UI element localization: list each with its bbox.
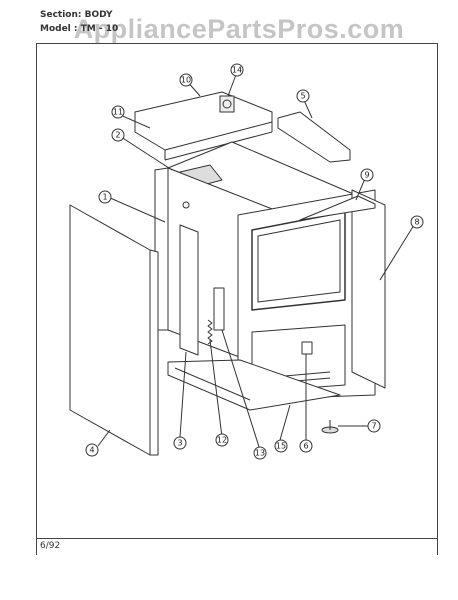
callout-9: 9 <box>360 168 374 182</box>
svg-text:13: 13 <box>255 449 265 458</box>
footer-date: 6/92 <box>40 541 61 551</box>
callout-2: 2 <box>111 128 125 142</box>
door-hinge-bracket <box>213 287 225 331</box>
svg-text:14: 14 <box>232 66 242 75</box>
inner-liner-strip <box>179 224 199 356</box>
back-top-panel <box>134 91 273 151</box>
bottom-pan <box>167 359 341 411</box>
svg-text:10: 10 <box>181 76 191 85</box>
side-trim-strip <box>277 111 351 163</box>
callout-15: 15 <box>274 439 288 453</box>
callout-14: 14 <box>230 63 244 77</box>
callout-6: 6 <box>299 439 313 453</box>
small-bracket <box>301 341 313 355</box>
svg-text:15: 15 <box>276 442 286 451</box>
svg-text:8: 8 <box>414 218 419 227</box>
callout-10: 10 <box>179 73 193 87</box>
svg-text:11: 11 <box>113 108 123 117</box>
callout-5: 5 <box>296 89 310 103</box>
diagram-frame <box>36 43 438 555</box>
thermostat-part <box>219 95 235 113</box>
callout-1: 1 <box>98 190 112 204</box>
callout-4: 4 <box>85 443 99 457</box>
svg-text:1: 1 <box>102 193 107 202</box>
callout-12: 12 <box>215 433 229 447</box>
svg-text:9: 9 <box>364 171 369 180</box>
model-label: Model : TM - 10 <box>40 24 119 34</box>
callout-3: 3 <box>173 436 187 450</box>
hinge-spring <box>207 319 213 345</box>
svg-text:5: 5 <box>300 92 305 101</box>
callout-11: 11 <box>111 105 125 119</box>
svg-text:7: 7 <box>371 422 376 431</box>
callout-7: 7 <box>367 419 381 433</box>
footer-divider <box>36 538 437 539</box>
svg-text:4: 4 <box>89 446 94 455</box>
svg-text:3: 3 <box>177 439 182 448</box>
svg-text:6: 6 <box>303 442 308 451</box>
callout-13: 13 <box>253 446 267 460</box>
section-label: Section: BODY <box>40 10 113 20</box>
svg-text:12: 12 <box>217 436 227 445</box>
right-side-panel <box>351 189 386 389</box>
svg-text:2: 2 <box>115 131 120 140</box>
front-door-panel <box>69 204 151 456</box>
callout-8: 8 <box>410 215 424 229</box>
